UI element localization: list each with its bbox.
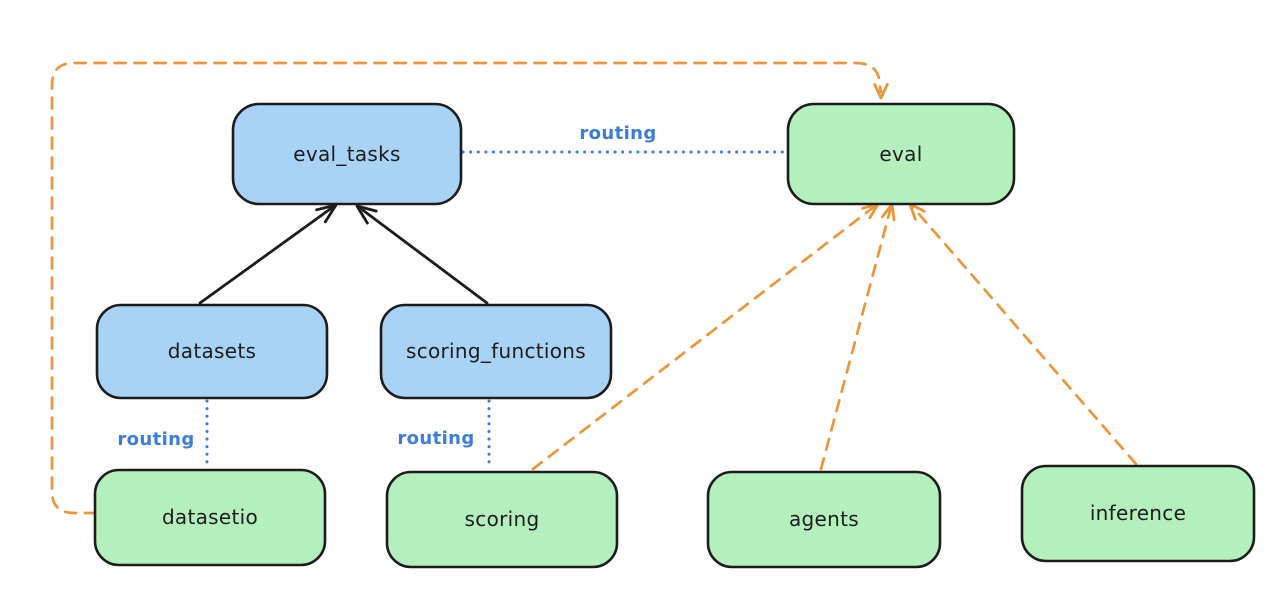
routing-label-scoring-functions-scoring: routing	[397, 428, 474, 449]
inference-box	[1020, 464, 1256, 563]
arrowhead-datasetio-to-eval	[873, 83, 889, 100]
edge-agents-to-eval	[819, 205, 893, 471]
eval-box	[786, 102, 1016, 206]
eval-tasks-box	[231, 102, 463, 206]
agents-box	[706, 470, 942, 569]
edge-inference-to-eval	[910, 204, 1138, 466]
node-datasetio: datasetio	[93, 468, 327, 567]
edge-scoring-to-eval	[531, 204, 877, 471]
node-eval: eval	[786, 102, 1016, 206]
datasets-box	[95, 303, 329, 400]
edge-datasets-to-eval-tasks	[198, 205, 335, 305]
scoring-functions-box	[379, 303, 613, 400]
node-eval-tasks: eval_tasks	[231, 102, 463, 206]
scoring-functions-label: scoring_functions	[406, 339, 586, 363]
arrowhead-scoring-functions-to-eval-tasks	[355, 204, 378, 225]
scoring-label: scoring	[465, 507, 540, 531]
datasetio-label: datasetio	[162, 505, 258, 529]
node-scoring-functions: scoring_functions	[379, 303, 613, 400]
edge-labels: routing routing routing	[117, 123, 656, 450]
scoring-box	[385, 470, 619, 569]
datasetio-box	[93, 468, 327, 567]
eval-label: eval	[879, 142, 922, 166]
agents-label: agents	[789, 507, 859, 531]
nodes: eval_tasks eval datasets scoring_functio…	[93, 102, 1256, 569]
routing-label-eval-tasks-eval: routing	[579, 123, 656, 144]
node-inference: inference	[1020, 464, 1256, 563]
node-agents: agents	[706, 470, 942, 569]
edge-datasetio-to-eval	[50, 61, 883, 515]
edge-scoring-functions-to-eval-tasks	[358, 206, 489, 305]
datasets-label: datasets	[168, 339, 256, 363]
node-scoring: scoring	[385, 470, 619, 569]
edges	[50, 61, 1138, 515]
eval-tasks-label: eval_tasks	[293, 142, 400, 166]
inference-label: inference	[1090, 501, 1186, 525]
routing-label-datasets-datasetio: routing	[117, 429, 194, 450]
node-datasets: datasets	[95, 303, 329, 400]
